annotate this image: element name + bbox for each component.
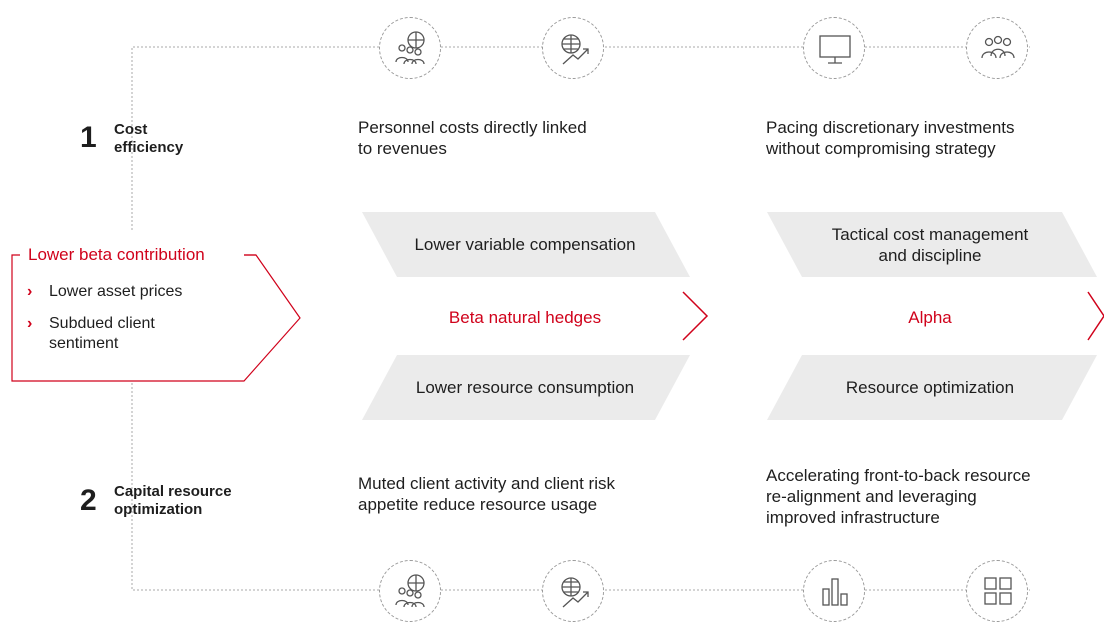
lower-variable-compensation-label: Lower variable compensation [414, 235, 636, 254]
bullet-lower-asset-prices: ›Lower asset prices [27, 283, 183, 300]
bullet-subdued-client-sentiment: ›Subdued client sentiment [27, 315, 155, 352]
team-icon [966, 17, 1028, 79]
bar-chart-icon [803, 560, 865, 622]
beta-chevron [682, 291, 709, 341]
band-tactical-cost-management [767, 212, 1097, 277]
grid-icon [966, 560, 1028, 622]
alpha-label: Alpha [908, 308, 952, 327]
alpha-chevron [1087, 291, 1104, 341]
tactical-cost-management-label: Tactical cost management and discipline [831, 225, 1029, 265]
people-globe-icon [379, 560, 441, 622]
band-resource-optimization [767, 355, 1097, 420]
muted-client-activity-text: Muted client activity and client risk ap… [358, 474, 615, 514]
chevron-right-icon: › [27, 283, 33, 300]
personnel-costs-text: Personnel costs directly linked to reven… [358, 118, 587, 158]
top-connector-line [131, 46, 1030, 230]
resource-optimization-label: Resource optimization [845, 378, 1015, 397]
section-1-title: Cost efficiency [114, 121, 184, 156]
globe-trend-icon [542, 560, 604, 622]
band-lower-resource-consumption [362, 355, 690, 420]
band-lower-variable-compensation [362, 212, 690, 277]
left-box-title: Lower beta contribution [25, 244, 208, 265]
chevron-right-icon: › [27, 315, 33, 332]
section-2-number: 2 [80, 484, 97, 517]
beta-natural-hedges-label: Beta natural hedges [448, 308, 602, 327]
people-globe-icon [379, 17, 441, 79]
pacing-investments-text: Pacing discretionary investments without… [766, 118, 1015, 158]
front-to-back-text: Accelerating front-to-back resource re-a… [766, 466, 1031, 527]
lower-resource-consumption-label: Lower resource consumption [415, 378, 635, 397]
bottom-connector-line [131, 383, 1030, 591]
section-2-title: Capital resource optimization [114, 483, 232, 518]
monitor-icon [803, 17, 865, 79]
globe-trend-icon [542, 17, 604, 79]
section-1-number: 1 [80, 121, 97, 154]
